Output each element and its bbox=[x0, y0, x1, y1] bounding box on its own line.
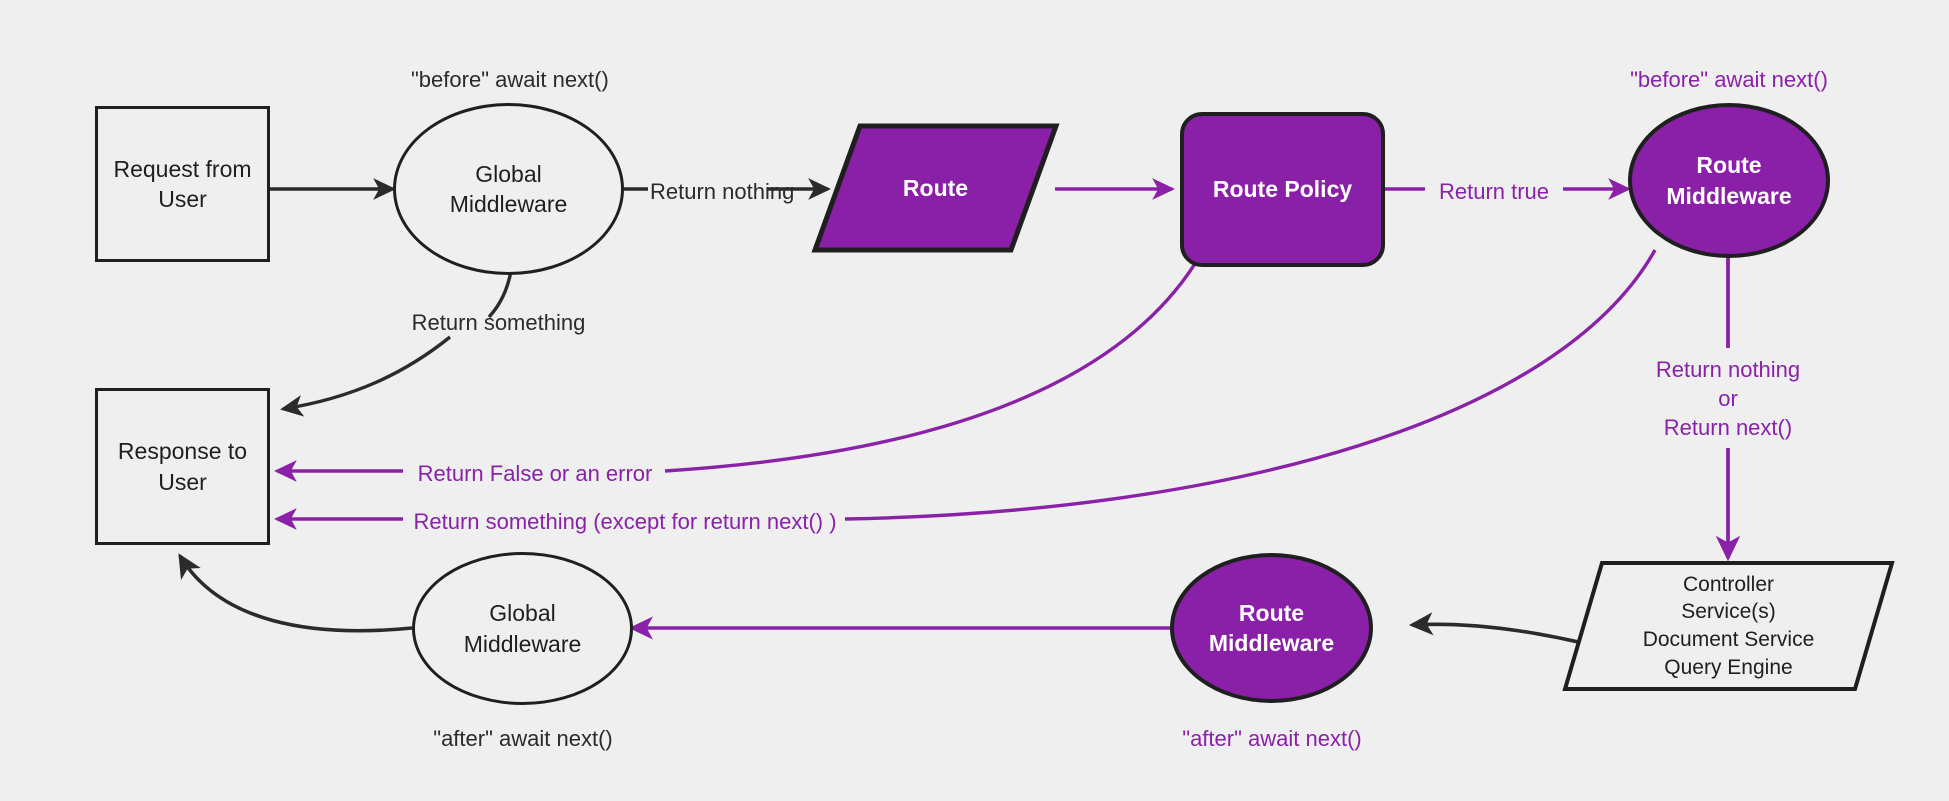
node-global-middleware-top[interactable]: Global Middleware bbox=[393, 103, 624, 275]
edge-global-middleware-bottom-to-response bbox=[178, 553, 413, 633]
request-from-user-line2: User bbox=[158, 186, 207, 212]
controller-line-3: Document Service bbox=[1642, 628, 1815, 651]
annotation-after-await-next-route: "after" await next() bbox=[1182, 726, 1362, 751]
node-controller-services[interactable]: Controller Service(s) Document Service Q… bbox=[1562, 560, 1895, 692]
edge-label-return-true: Return true bbox=[1438, 179, 1550, 204]
return-nothing-or-next-line3: Return next() bbox=[1663, 415, 1793, 441]
annotation-before-await-next-global: "before" await next() bbox=[411, 67, 609, 92]
global-middleware-bottom-line1: Global bbox=[489, 600, 556, 627]
node-route-policy[interactable]: Route Policy bbox=[1180, 112, 1385, 267]
route-middleware-top-line1: Route bbox=[1696, 152, 1762, 179]
route-policy-label: Route Policy bbox=[1212, 176, 1353, 203]
annotation-before-await-next-route: "before" await next() bbox=[1630, 67, 1828, 92]
return-nothing-or-next-line1: Return nothing bbox=[1655, 357, 1801, 382]
edge-label-return-nothing: Return nothing bbox=[650, 179, 795, 204]
controller-line-4: Query Engine bbox=[1664, 655, 1793, 679]
node-route-middleware-top[interactable]: Route Middleware bbox=[1628, 103, 1830, 258]
edge-route-policy-return-false-curve bbox=[664, 253, 1203, 473]
global-middleware-bottom-line2: Middleware bbox=[463, 630, 582, 657]
route-middleware-bottom-line2: Middleware bbox=[1208, 630, 1335, 656]
edge-global-middleware-return-something-b bbox=[280, 335, 452, 417]
response-to-user-line2: User bbox=[158, 468, 207, 495]
node-route-middleware-bottom[interactable]: Route Middleware bbox=[1170, 553, 1373, 703]
controller-line-1: Controller bbox=[1682, 572, 1775, 596]
edge-label-return-nothing-or-next: Return nothing or Return next() bbox=[1620, 355, 1836, 442]
route-label: Route bbox=[902, 174, 969, 201]
response-to-user-line1: Response to bbox=[117, 438, 248, 465]
route-middleware-top-line2: Middleware bbox=[1666, 182, 1792, 209]
annotation-after-await-next-global: "after" await next() bbox=[433, 726, 613, 751]
edge-route-middleware-return-something-curve bbox=[844, 249, 1657, 521]
global-middleware-top-line1: Global bbox=[475, 160, 542, 187]
edge-label-return-something-except: Return something (except for return next… bbox=[413, 509, 837, 534]
node-response-to-user[interactable]: Response to User bbox=[95, 388, 270, 545]
request-from-user-line1: Request from bbox=[113, 155, 252, 182]
return-nothing-or-next-line2: or bbox=[1718, 386, 1738, 412]
route-parallelogram-shape bbox=[811, 123, 1060, 253]
edge-label-return-false-or-error: Return False or an error bbox=[417, 461, 653, 486]
controller-line-2: Service(s) bbox=[1681, 600, 1776, 624]
edge-label-return-something: Return something bbox=[411, 310, 586, 335]
controller-label: Controller Service(s) Document Service Q… bbox=[1562, 560, 1895, 692]
node-route[interactable]: Route bbox=[811, 123, 1060, 253]
node-request-from-user[interactable]: Request from User bbox=[95, 106, 270, 262]
route-middleware-bottom-line1: Route bbox=[1238, 599, 1305, 626]
controller-parallelogram-shape bbox=[1562, 561, 1895, 691]
global-middleware-top-line2: Middleware bbox=[449, 191, 568, 217]
node-global-middleware-bottom[interactable]: Global Middleware bbox=[412, 552, 633, 705]
